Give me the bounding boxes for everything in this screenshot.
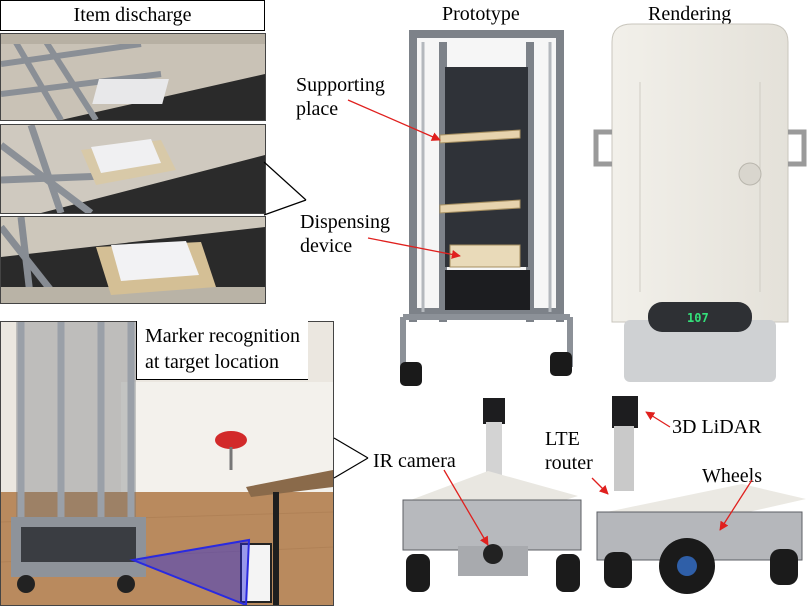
prototype-title: Prototype xyxy=(442,3,520,25)
discharge-photo-2 xyxy=(0,124,266,214)
discharge-photo-2-image xyxy=(1,125,265,213)
supporting-place-label: Supporting place xyxy=(296,74,385,120)
prototype-robot-image xyxy=(400,30,573,386)
rendering-title: Rendering xyxy=(648,3,732,25)
supporting-place-line1: Supporting xyxy=(296,74,385,96)
supporting-place-line2: place xyxy=(296,98,339,120)
item-discharge-title: Item discharge xyxy=(0,0,265,31)
lte-router-label: LTE router xyxy=(545,428,593,474)
base-robot-front-image xyxy=(402,398,582,592)
item-discharge-panel: Item discharge xyxy=(0,0,266,304)
base-robot-side-image xyxy=(596,396,806,594)
lte-router-line1: LTE xyxy=(545,428,580,450)
ir-camera-label: IR camera xyxy=(373,450,456,472)
dispensing-device-line1: Dispensing xyxy=(300,211,390,233)
discharge-photo-3-image xyxy=(1,217,265,303)
marker-title-line1: Marker recognition xyxy=(145,325,300,347)
marker-panel: Marker recognition at target location xyxy=(0,321,334,606)
rendering-robot-image: 107 xyxy=(593,23,807,382)
ir-camera-leader-1 xyxy=(333,457,369,479)
rendering-display-value: 107 xyxy=(687,311,709,325)
discharge-photo-3 xyxy=(0,216,266,304)
discharge-leader-1 xyxy=(263,161,307,201)
lte-router-line2: router xyxy=(545,452,593,474)
marker-title-line2: at target location xyxy=(145,351,280,373)
lidar-label: 3D LiDAR xyxy=(672,416,762,438)
discharge-photo-1-image xyxy=(1,34,265,120)
dispensing-device-label: Dispensing device xyxy=(300,211,390,257)
wheels-label: Wheels xyxy=(702,465,762,487)
dispensing-device-line2: device xyxy=(300,235,353,257)
ir-camera-leader-2 xyxy=(333,437,369,459)
discharge-photo-1 xyxy=(0,33,266,121)
marker-title: Marker recognition at target location xyxy=(136,321,308,380)
